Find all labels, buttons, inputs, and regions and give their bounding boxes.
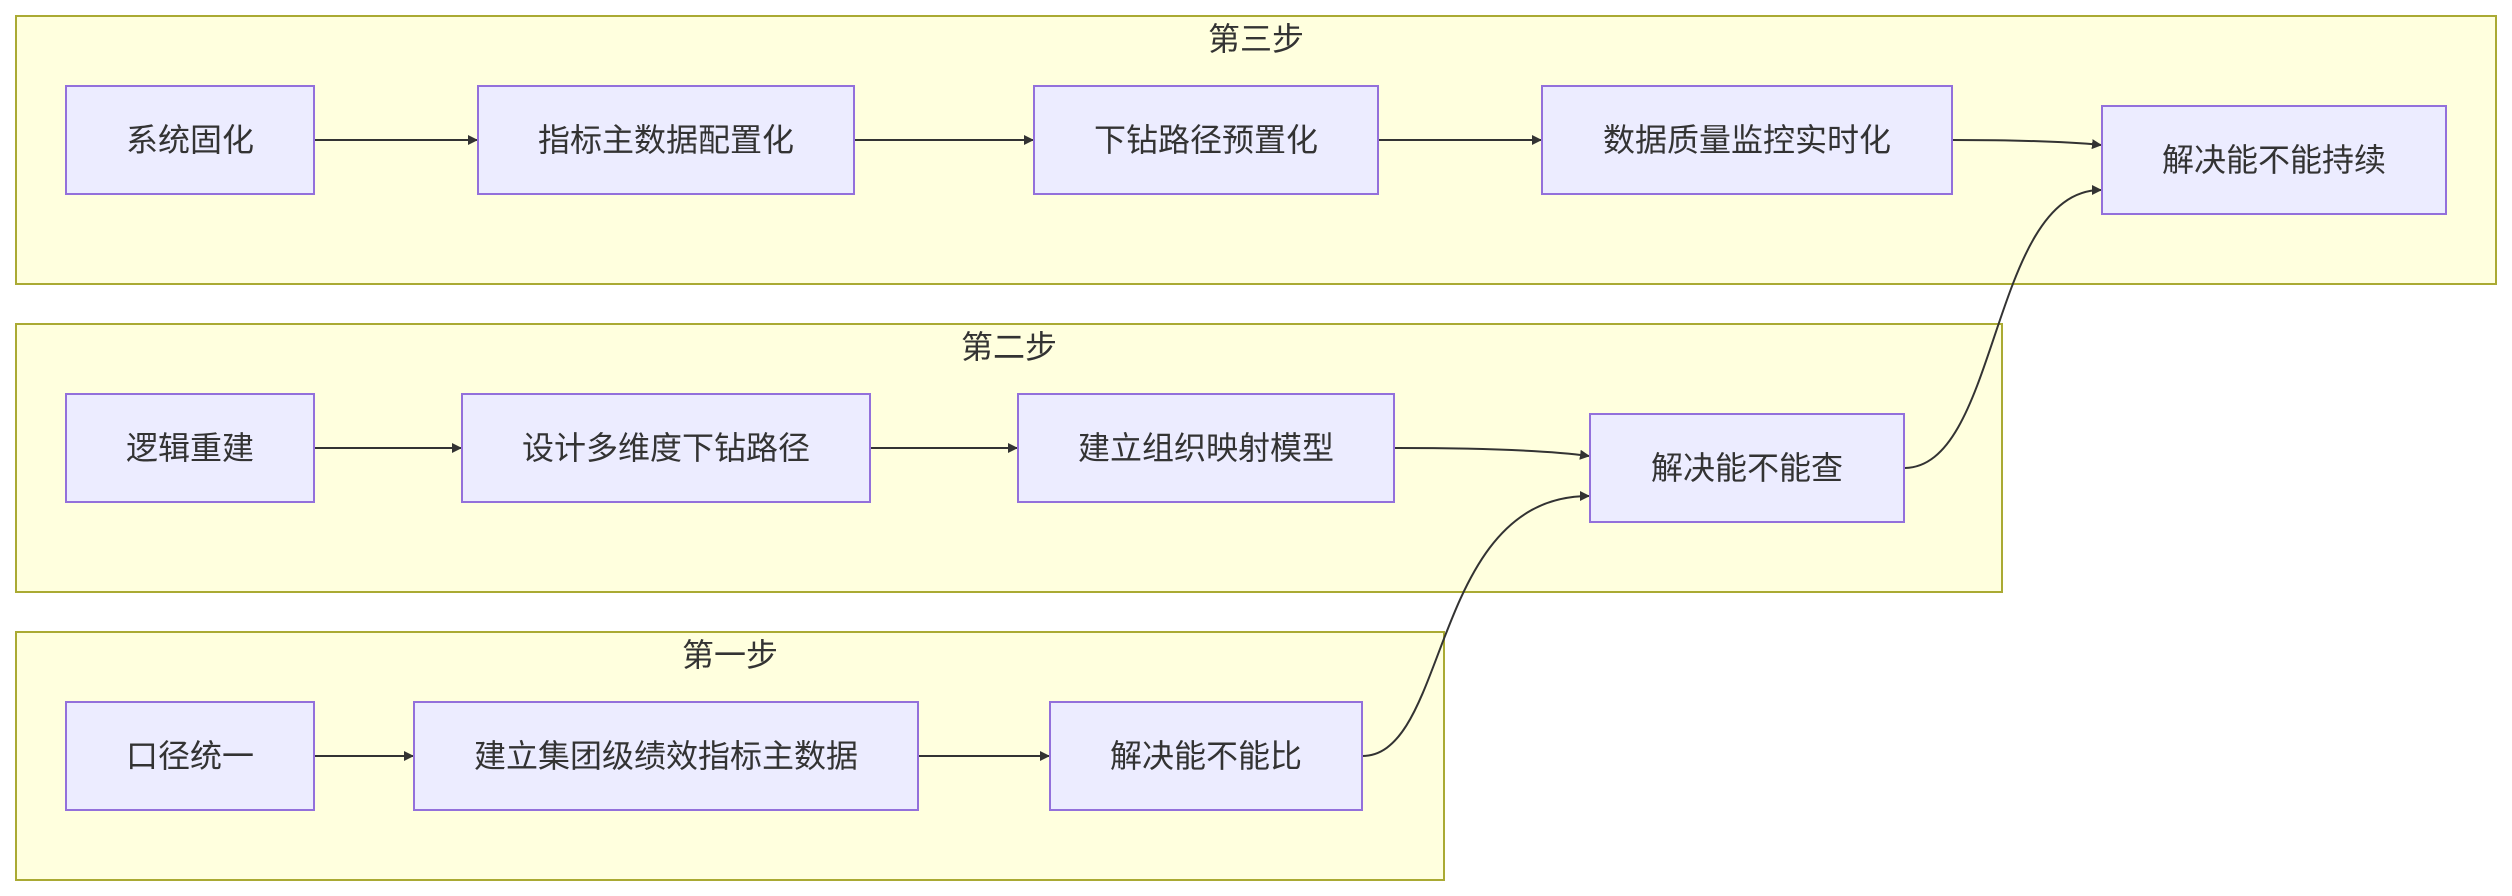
node-unify-definition: 口径统一	[65, 701, 315, 811]
node-solve-sustain: 解决能不能持续	[2101, 105, 2447, 215]
node-label: 数据质量监控实时化	[1603, 121, 1891, 159]
cluster-step1-label: 第一步	[682, 636, 778, 674]
node-box	[65, 393, 315, 503]
node-solve-query: 解决能不能查	[1589, 413, 1905, 523]
cluster-step3-label: 第三步	[1208, 20, 1304, 58]
node-box	[1541, 85, 1953, 195]
node-label: 逻辑重建	[126, 429, 254, 467]
node-label: 建立集团级绩效指标主数据	[474, 737, 858, 775]
node-box	[477, 85, 855, 195]
node-box	[65, 701, 315, 811]
node-master-data-config: 指标主数据配置化	[477, 85, 855, 195]
node-label: 设计多维度下钻路径	[522, 429, 810, 467]
node-drilldown-preset: 下钻路径预置化	[1033, 85, 1379, 195]
node-label: 下钻路径预置化	[1094, 121, 1318, 159]
node-org-mapping: 建立组织映射模型	[1017, 393, 1395, 503]
cluster-step2-label: 第二步	[961, 328, 1057, 366]
node-label: 解决能不能查	[1651, 449, 1843, 487]
node-box	[65, 85, 315, 195]
node-quality-monitor: 数据质量监控实时化	[1541, 85, 1953, 195]
edge-n2c-n2d	[1393, 447, 1590, 460]
node-solve-compare: 解决能不能比	[1049, 701, 1363, 811]
node-label: 建立组织映射模型	[1078, 429, 1334, 467]
node-box	[1033, 85, 1379, 195]
node-label: 口径统一	[126, 737, 254, 775]
edge-n2d-n3e	[1903, 185, 2102, 469]
node-system-solidify: 系统固化	[65, 85, 315, 195]
node-logic-rebuild: 逻辑重建	[65, 393, 315, 503]
node-box	[1049, 701, 1363, 811]
edges	[314, 135, 2102, 761]
edge-n1c-n2d	[1361, 491, 1590, 757]
node-design-drilldown: 设计多维度下钻路径	[461, 393, 871, 503]
node-box	[413, 701, 919, 811]
node-box	[1017, 393, 1395, 503]
node-label: 解决能不能比	[1110, 737, 1302, 775]
node-group-kpi-master: 建立集团级绩效指标主数据	[413, 701, 919, 811]
node-box	[1589, 413, 1905, 523]
edge-n3d-n3e	[1951, 139, 2102, 150]
node-label: 指标主数据配置化	[538, 121, 794, 159]
node-box	[2101, 105, 2447, 215]
node-box	[461, 393, 871, 503]
node-label: 系统固化	[126, 121, 254, 159]
node-label: 解决能不能持续	[2162, 141, 2386, 179]
